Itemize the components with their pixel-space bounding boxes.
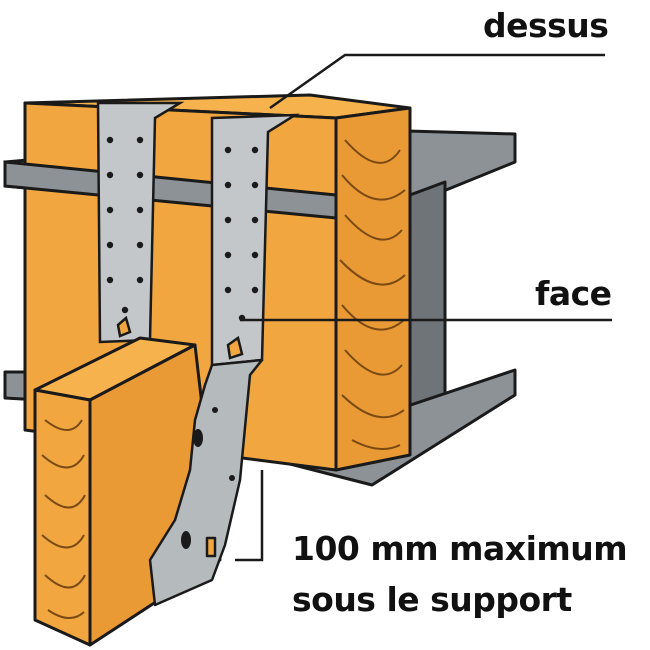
label-max-line1: 100 mm maximum: [292, 529, 628, 568]
hanger-strap-left: [96, 101, 185, 344]
strap-nail-left: [116, 315, 132, 338]
seat-pin-2: [229, 475, 235, 481]
label-max-line2: sous le support: [292, 580, 572, 619]
support-beam-grain: [339, 139, 406, 450]
strap-nail-right: [226, 335, 244, 360]
leader-top: [269, 53, 605, 110]
hanger-strap-right: [210, 113, 300, 367]
seat-tab: [205, 536, 217, 558]
seat-hole-1: [193, 429, 203, 447]
leader-lines: [235, 53, 612, 562]
joist-end: [33, 388, 92, 647]
hanger-seat: [148, 358, 264, 607]
label-face: face: [535, 274, 612, 313]
joist-grain: [41, 419, 86, 619]
steel-web: [408, 180, 447, 422]
leader-max: [235, 470, 264, 562]
strap-holes-left: [106, 136, 144, 314]
label-top: dessus: [483, 6, 609, 45]
seat-hole-2: [181, 531, 191, 549]
seat-pin-1: [212, 407, 218, 413]
